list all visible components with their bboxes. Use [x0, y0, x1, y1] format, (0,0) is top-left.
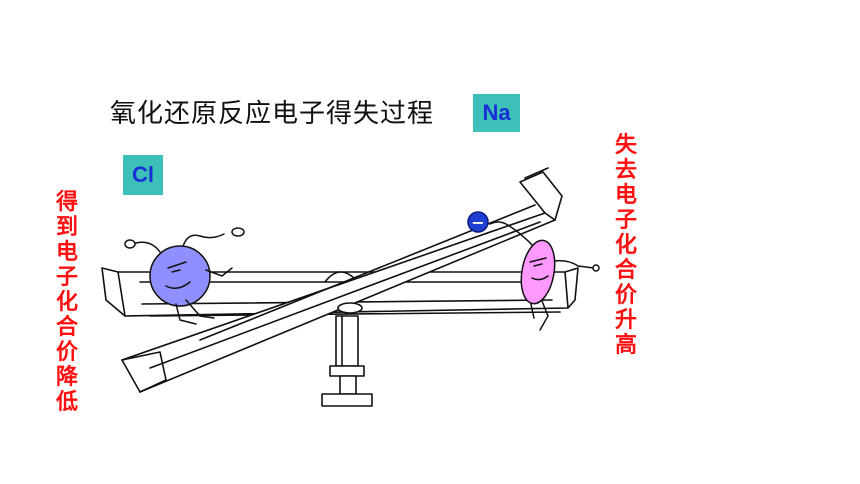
na-character — [489, 221, 600, 331]
na-badge: Na — [473, 94, 520, 132]
left-label-char: 降 — [55, 365, 78, 390]
left-label-char: 合 — [55, 315, 78, 340]
cl-character — [124, 227, 245, 325]
left-label-char: 得 — [55, 190, 78, 215]
cl-badge-label: Cl — [132, 162, 154, 187]
electron-dot — [467, 211, 489, 233]
right-label-char: 合 — [614, 258, 637, 283]
right-label-char: 子 — [614, 208, 637, 233]
diagram-title: 氧化还原反应电子得失过程 — [110, 99, 435, 129]
right-label-char: 化 — [614, 233, 637, 258]
left-vertical-label: 得到电子化合价降低 — [53, 190, 81, 415]
left-label-char: 电 — [55, 240, 78, 265]
right-label-char: 电 — [614, 183, 637, 208]
cl-body — [149, 245, 211, 307]
left-label-char: 价 — [55, 340, 78, 365]
na-badge-label: Na — [482, 100, 511, 125]
left-label-char: 到 — [55, 215, 78, 240]
left-label-char: 化 — [55, 290, 78, 315]
electron-sign: − — [471, 213, 484, 232]
right-label-char: 失 — [614, 133, 637, 158]
right-label-char: 价 — [614, 283, 637, 308]
left-label-char: 子 — [55, 265, 78, 290]
right-label-char: 升 — [614, 308, 637, 333]
seesaw-stand — [321, 302, 373, 407]
right-label-char: 高 — [614, 333, 637, 358]
right-label-char: 去 — [614, 158, 637, 183]
cl-badge: Cl — [123, 155, 163, 195]
right-vertical-label: 失去电子化合价升高 — [612, 133, 640, 358]
electron: − — [467, 211, 489, 233]
na-body — [520, 239, 556, 305]
left-label-char: 低 — [55, 390, 78, 415]
